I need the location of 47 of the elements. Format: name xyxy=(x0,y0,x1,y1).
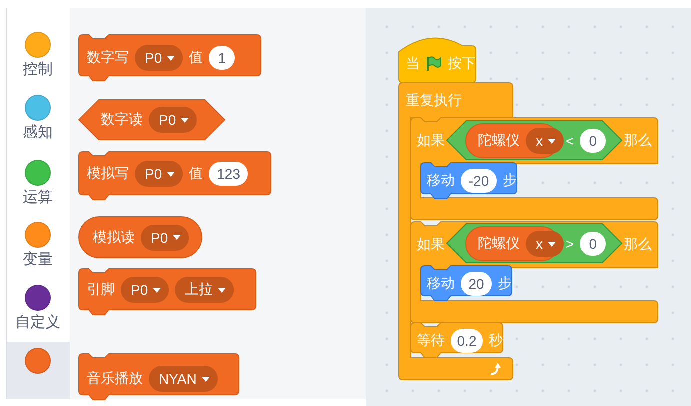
block-label: 当 xyxy=(406,55,420,73)
command-block xyxy=(79,269,256,315)
if-block xyxy=(411,222,658,323)
block-label: 引脚 xyxy=(87,281,115,299)
dropdown: 上拉 xyxy=(175,277,234,303)
dropdown: P0 xyxy=(121,277,170,303)
block-label: 移动 xyxy=(427,274,455,292)
category-label: 变量 xyxy=(22,250,54,269)
category-label: 自定义 xyxy=(14,313,62,332)
category-label: 感知 xyxy=(22,123,54,142)
block-label: 按下 xyxy=(448,55,476,73)
command-block xyxy=(79,35,261,81)
block-label: 模拟写 xyxy=(87,165,129,183)
block-label: 陀螺仪 xyxy=(478,132,520,150)
boolean-block xyxy=(79,100,225,140)
block-label: 秒 xyxy=(489,332,503,350)
block-label: 值 xyxy=(189,49,204,67)
block-label: 陀螺仪 xyxy=(478,235,520,253)
command-block xyxy=(421,163,517,199)
block-label: 那么 xyxy=(624,236,652,254)
block-label: > xyxy=(566,236,574,252)
if-block xyxy=(411,118,658,220)
category-label: 运算 xyxy=(22,188,54,207)
block-label: 音乐播放 xyxy=(87,370,143,388)
block-label: 数字读 xyxy=(101,111,143,129)
command-block xyxy=(79,354,239,400)
block-label: 模拟读 xyxy=(93,228,135,246)
category-label: 控制 xyxy=(22,60,54,79)
dropdown: P0 xyxy=(149,107,198,133)
reporter-block xyxy=(79,217,202,258)
block-label: 值 xyxy=(189,165,204,183)
command-block xyxy=(79,152,271,200)
block-label: 步 xyxy=(498,274,512,292)
block-label: 等待 xyxy=(417,332,445,350)
block-label: 数字写 xyxy=(87,49,129,67)
block-label: 如果 xyxy=(417,236,445,254)
block-label: 步 xyxy=(503,172,517,190)
block-label: < xyxy=(566,132,574,148)
dropdown: P0 xyxy=(135,161,184,187)
dropdown: P0 xyxy=(135,45,184,71)
command-block xyxy=(411,323,503,358)
block-label: 如果 xyxy=(417,132,445,150)
command-block xyxy=(421,266,512,301)
block-label: 移动 xyxy=(427,172,455,190)
block-label: 那么 xyxy=(624,132,652,150)
dropdown: NYAN xyxy=(149,366,218,392)
block-label: 重复执行 xyxy=(406,92,462,110)
